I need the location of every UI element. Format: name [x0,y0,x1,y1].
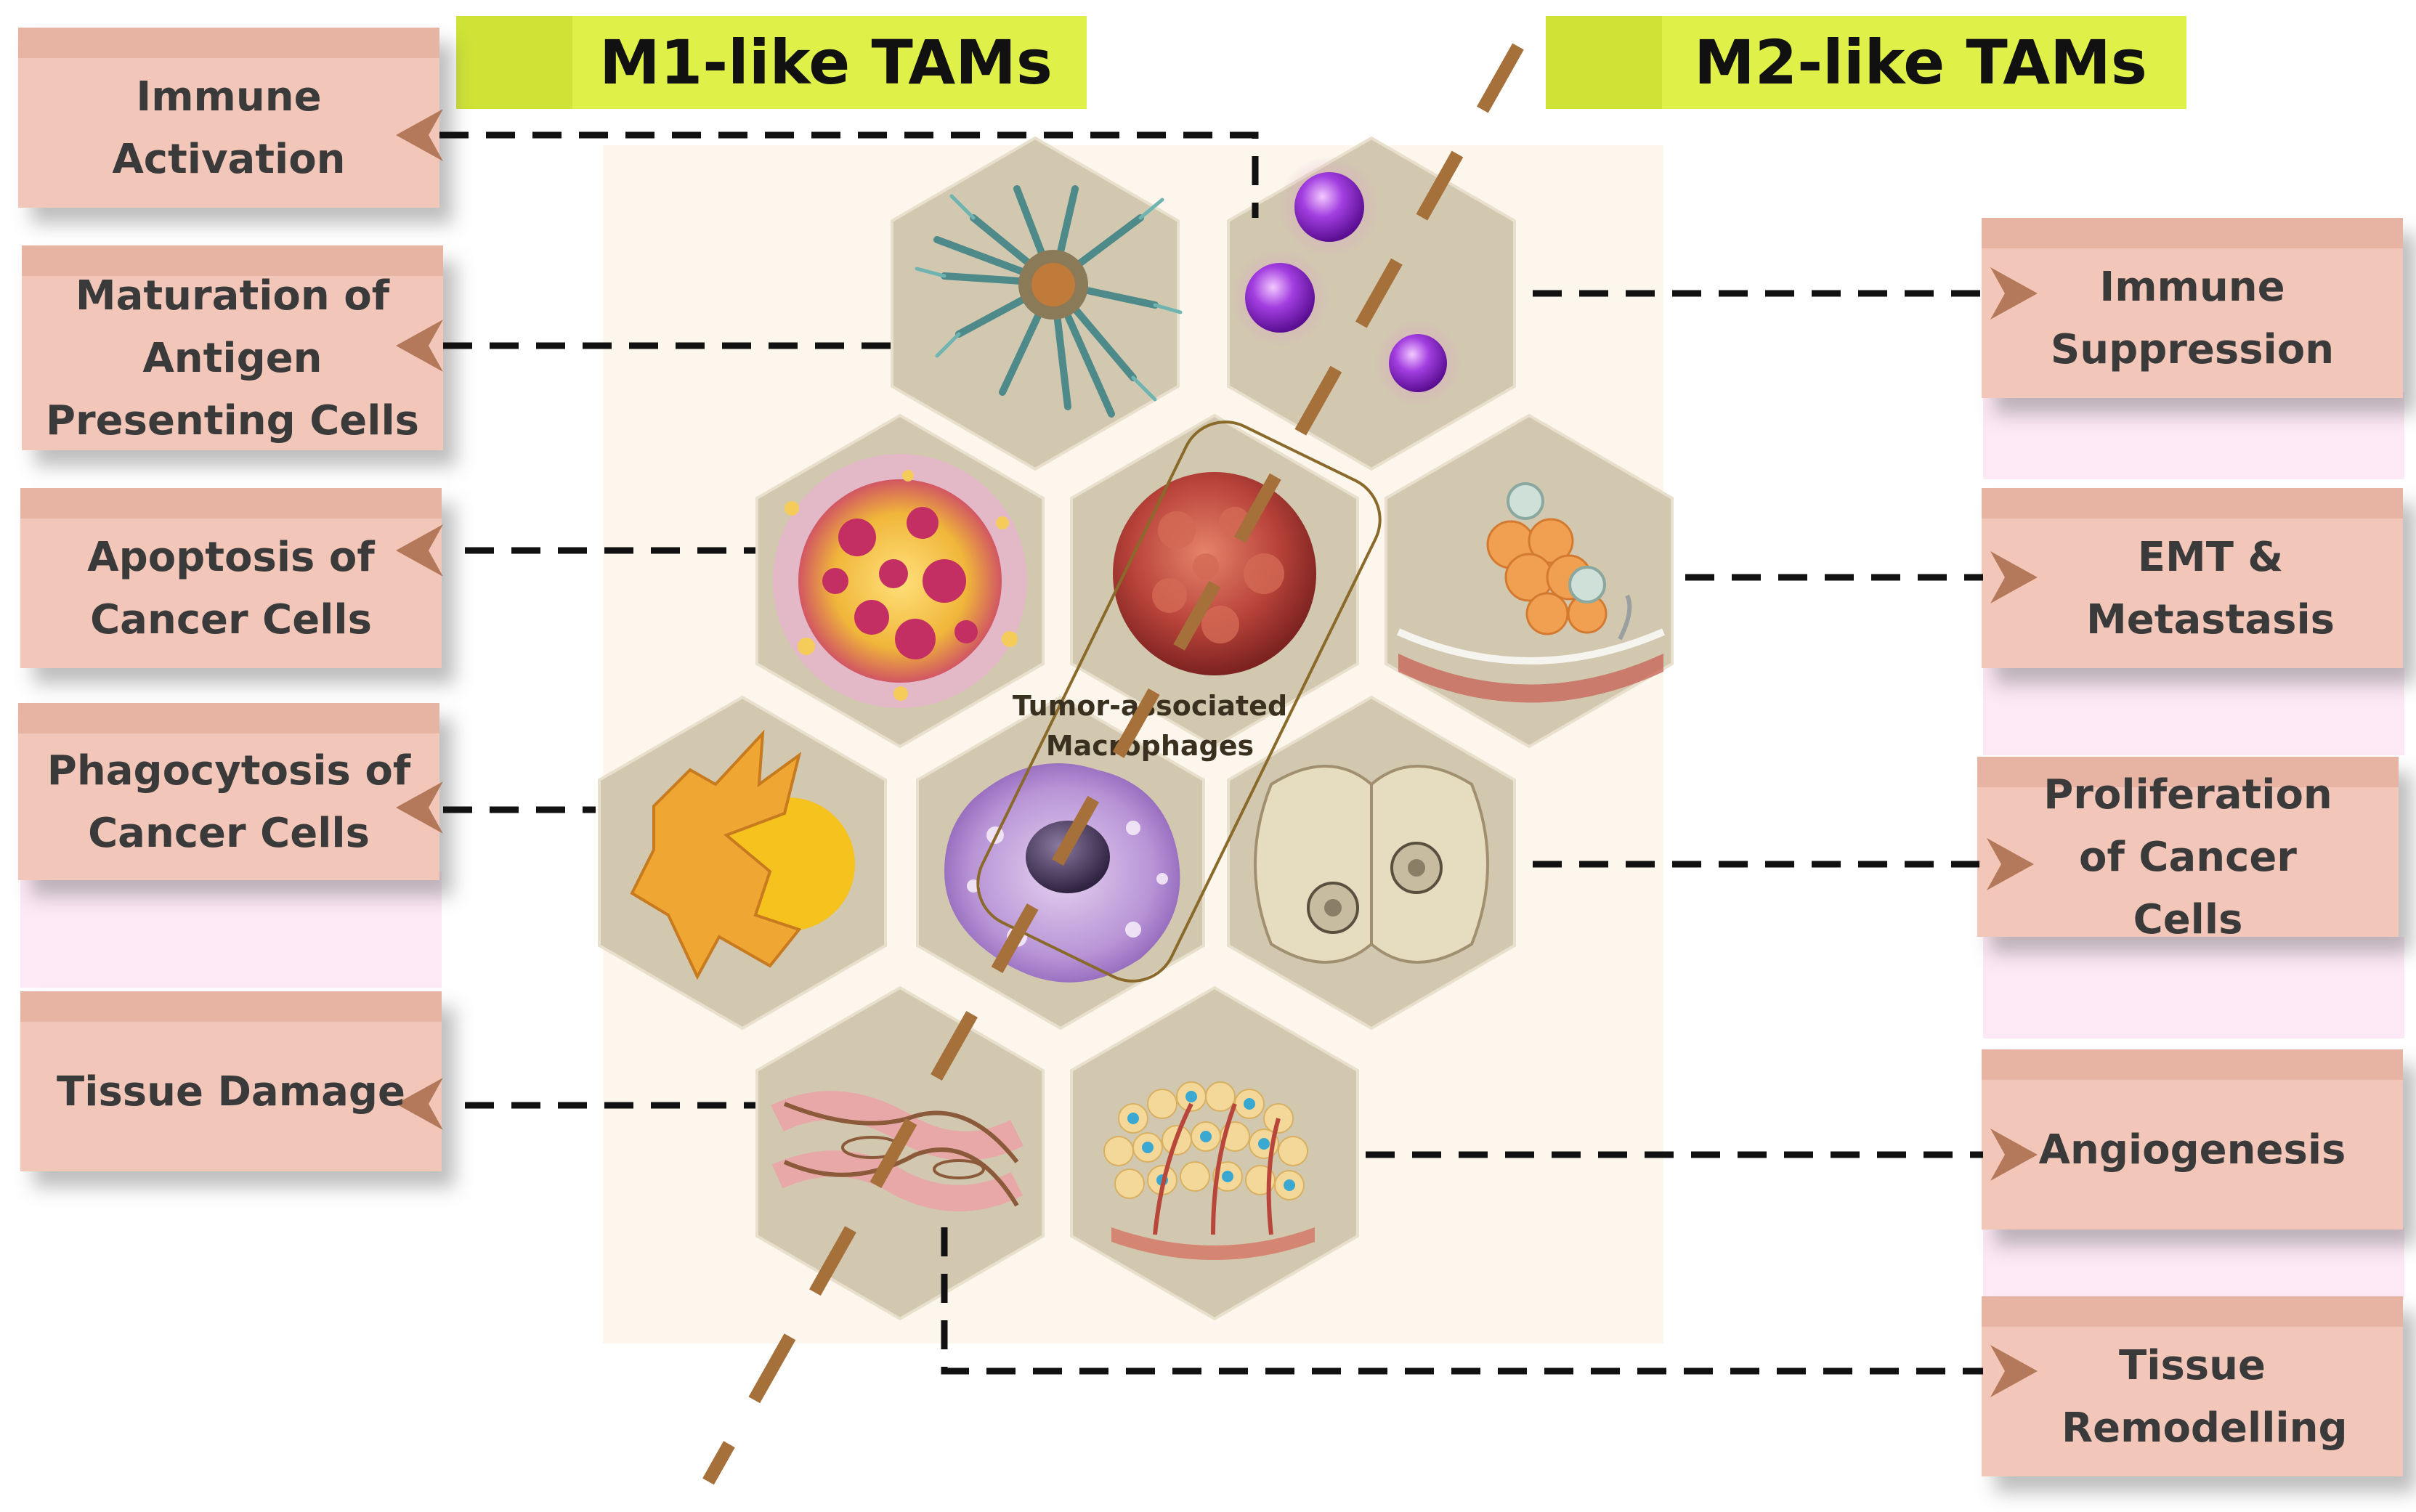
label-immune-activation: Immune Activation [18,28,439,208]
m1-header-shade [456,16,572,109]
label-text: Immune Activation [112,73,346,183]
m1-header: M1-like TAMs [456,16,1087,109]
label-tissue-damage: Tissue Damage [20,991,442,1171]
m2-header-text: M2-like TAMs [1694,27,2147,98]
label-text: Tissue Remodelling [2062,1342,2348,1452]
label-band [20,488,442,519]
label-proliferation-cancer: Proliferation of Cancer Cells [1977,757,2399,943]
label-band [1982,1296,2403,1327]
m1-header-text: M1-like TAMs [599,27,1053,98]
label-band [22,245,443,276]
right-pink-strip-1 [1983,392,2404,479]
label-emt-metastasis: EMT & Metastasis [1982,488,2403,668]
m2-header-shade [1546,16,1662,109]
label-text: Maturation of Antigen Presenting Cells [45,272,420,444]
label-tissue-remodelling: Tissue Remodelling [1982,1296,2403,1476]
label-maturation-apc: Maturation of Antigen Presenting Cells [22,245,443,450]
label-band [18,703,439,733]
label-band [20,991,442,1022]
label-band [1977,757,2399,787]
left-pink-strip [20,871,442,988]
right-pink-strip-4 [1983,1227,2404,1300]
label-apoptosis-cancer: Apoptosis of Cancer Cells [20,488,442,668]
label-angiogenesis: Angiogenesis [1982,1049,2403,1229]
label-text: EMT & Metastasis [2085,534,2335,643]
label-text: Apoptosis of Cancer Cells [87,534,375,643]
label-text: Tissue Damage [57,1068,405,1115]
m2-header: M2-like TAMs [1546,16,2186,109]
label-phagocytosis-cancer: Phagocytosis of Cancer Cells [18,703,439,880]
label-immune-suppression: Immune Suppression [1982,218,2403,398]
label-text: Proliferation of Cancer Cells [2043,771,2332,943]
right-pink-strip-3 [1983,937,2404,1039]
label-text: Immune Suppression [2050,264,2335,373]
right-pink-strip-2 [1983,668,2404,755]
label-band [1982,1049,2403,1080]
center-panel [603,145,1663,1344]
label-band [1982,488,2403,519]
label-band [18,28,439,58]
label-text: Phagocytosis of Cancer Cells [46,747,411,857]
label-text: Angiogenesis [2038,1126,2346,1174]
label-band [1982,218,2403,248]
